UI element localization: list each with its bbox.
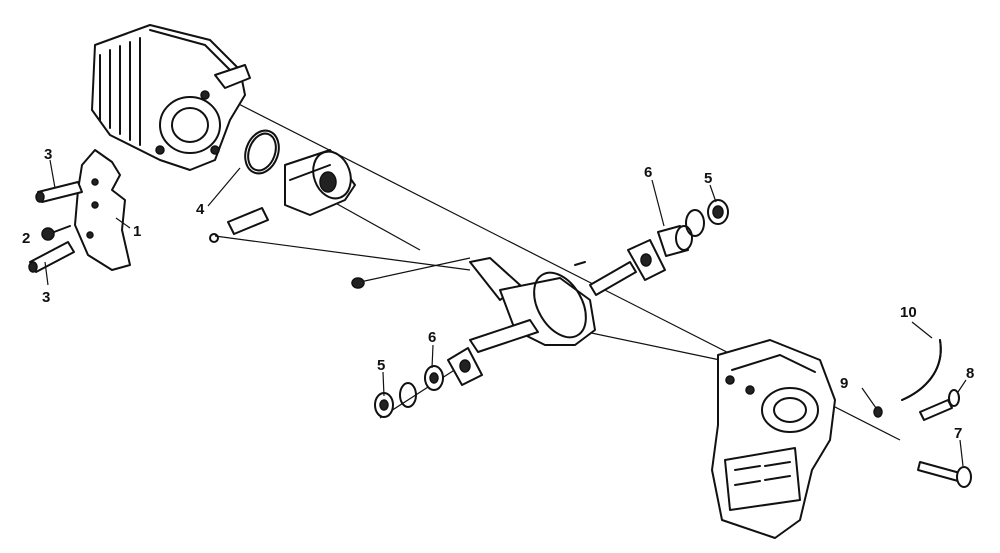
part-10-fuel-line (901, 339, 942, 401)
callout-3-upper: 3 (44, 146, 52, 163)
part-2-nut (41, 225, 71, 241)
cylinder (91, 24, 251, 171)
left-seal-plate (447, 347, 483, 386)
part-8-bolt (919, 389, 960, 421)
callout-2: 2 (22, 230, 30, 247)
part-3-pin-lower (28, 241, 75, 273)
callout-5-upper: 5 (704, 170, 712, 187)
part-5-seal-lower (374, 392, 394, 418)
callout-labels: 1 2 3 3 4 5 5 6 6 7 8 9 10 (22, 146, 974, 442)
piston (284, 149, 356, 216)
part-5-seal-upper (707, 199, 729, 225)
callout-3-lower: 3 (42, 289, 50, 306)
callout-6-lower: 6 (428, 329, 436, 346)
leader-lines (44, 159, 967, 467)
wrist-pin (209, 207, 269, 243)
retaining-ring-lower (399, 382, 417, 408)
part-9-fitting (873, 406, 883, 418)
callout-6-upper: 6 (644, 164, 652, 181)
crankcase (711, 339, 836, 539)
callout-1: 1 (133, 223, 141, 240)
callout-9: 9 (840, 375, 848, 392)
callout-5-lower: 5 (377, 357, 385, 374)
crankshaft (469, 257, 637, 353)
part-1-heat-shield (74, 149, 131, 271)
small-bearing (351, 277, 365, 289)
callout-8: 8 (966, 365, 974, 382)
callout-7: 7 (954, 425, 962, 442)
part-3-pin-upper (35, 181, 83, 203)
callout-10: 10 (900, 304, 917, 321)
callout-4: 4 (196, 201, 205, 218)
retaining-ring-upper (685, 209, 705, 237)
part-4-piston-ring (244, 129, 280, 175)
part-7-bolt (917, 461, 972, 488)
part-6-bearing-lower (424, 365, 444, 391)
right-seal-plate (627, 239, 666, 281)
